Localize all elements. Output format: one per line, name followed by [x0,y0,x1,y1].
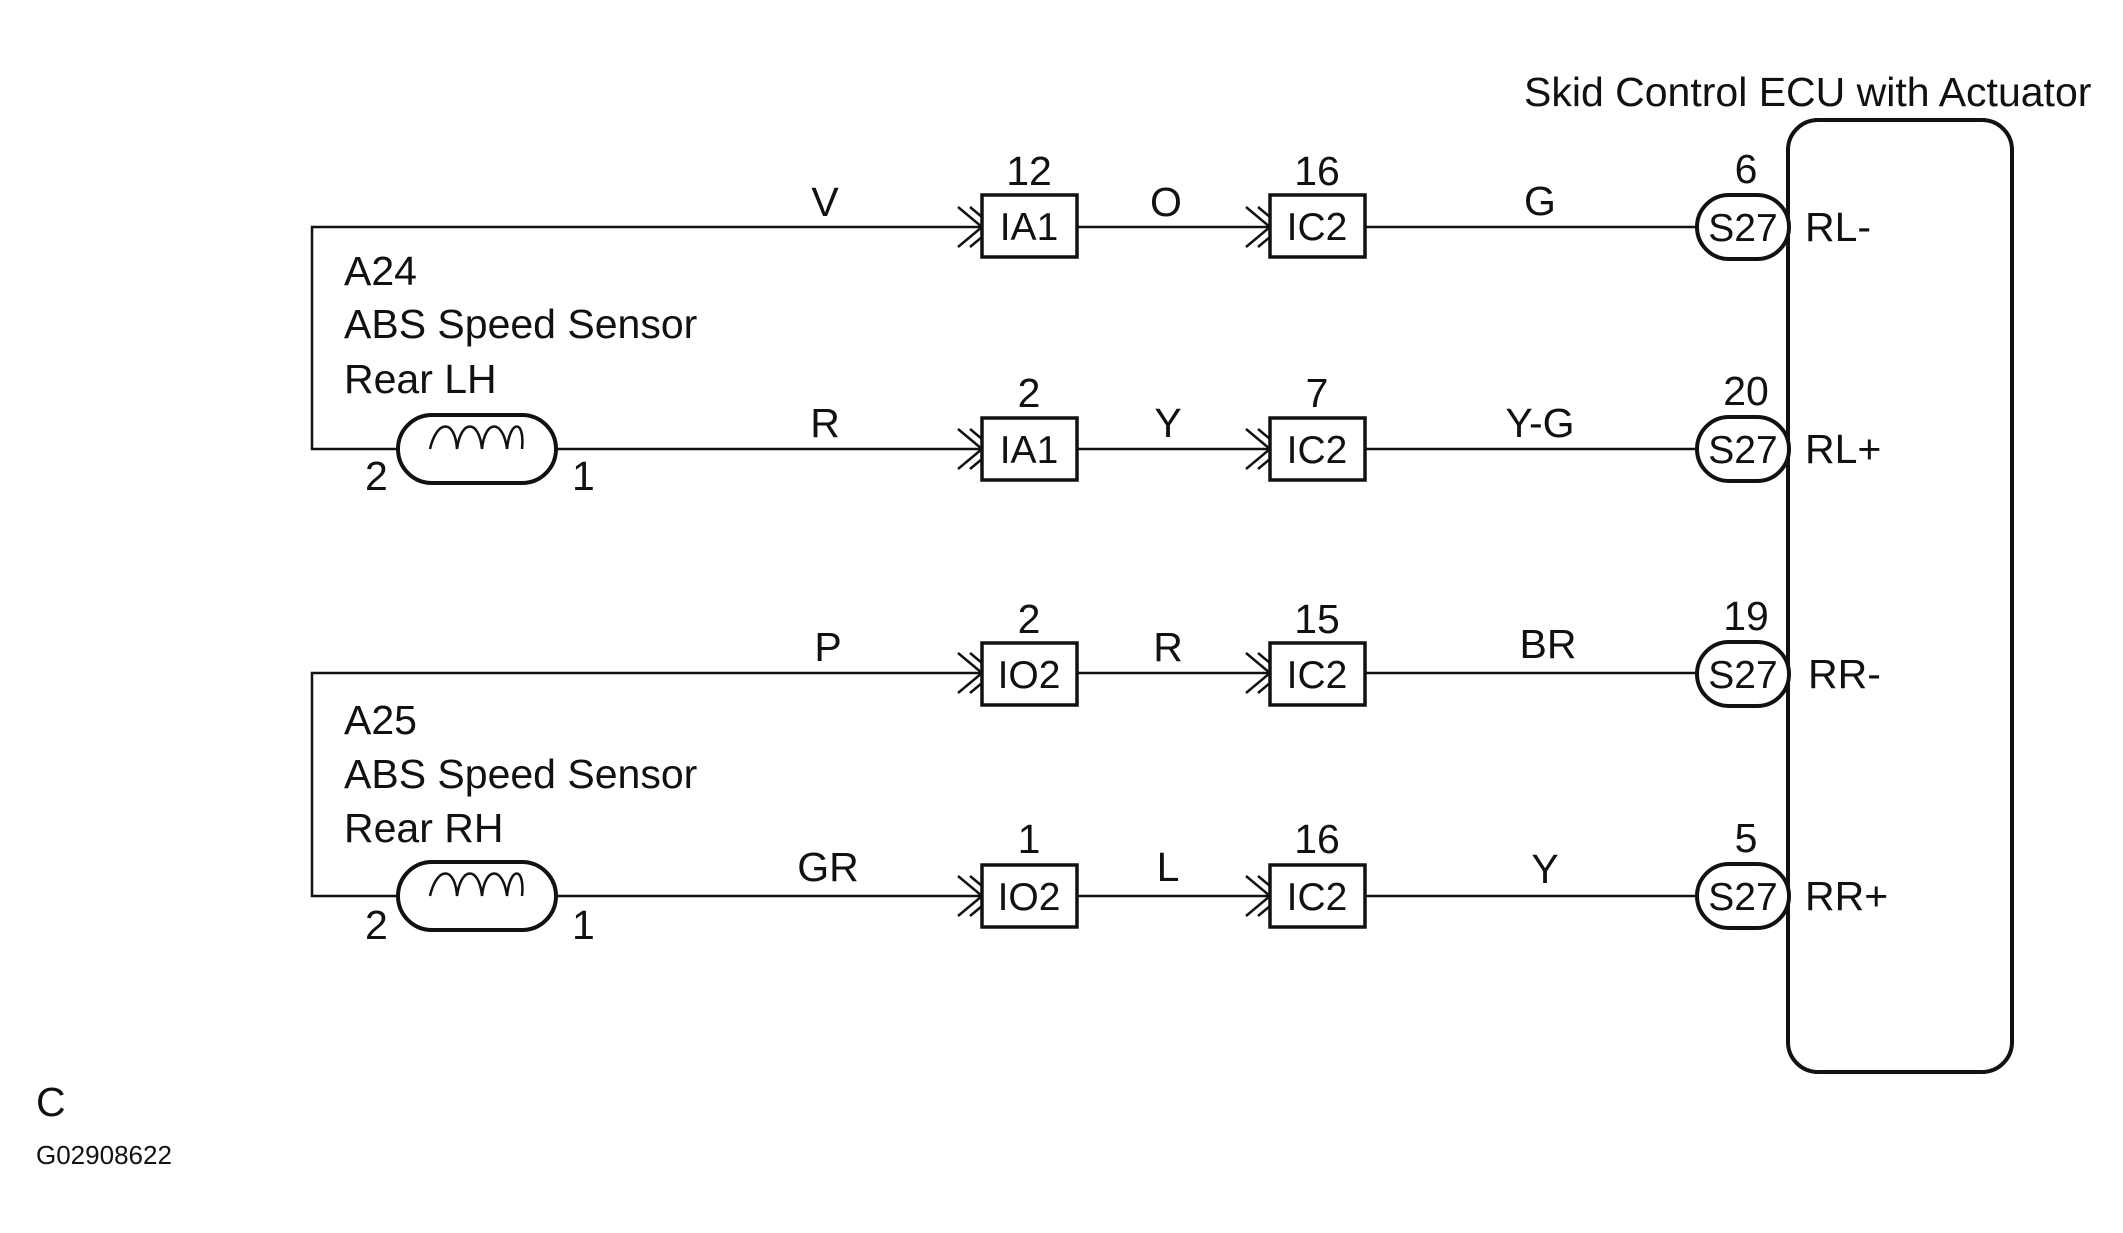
ecu-terminal-label: RL+ [1805,426,1881,472]
figure-letter: C [36,1079,66,1125]
ecu-connector [1695,862,1791,930]
junction-connector-1-pin: 1 [1018,816,1041,862]
junction-connector-1-label: IA1 [1000,429,1059,472]
junction-connector-1-pin: 2 [1018,370,1041,416]
ecu-connector [1695,193,1791,261]
sensor-a24-code: A24 [344,248,417,294]
sensor-a25-pin-left: 2 [365,902,388,948]
sensor-a25-side: Rear RH [344,805,503,851]
wire-color-3: G [1524,178,1556,224]
ecu-terminal-label: RR- [1808,651,1881,697]
circuit-row: R IA1 2 Y IC2 7 Y-G S27 20 RL+ [556,368,1881,483]
wire-color-2: O [1150,179,1182,225]
junction-connector-2-pin: 16 [1294,148,1340,194]
junction-connector-2-label: IC2 [1287,206,1348,249]
junction-connector-2-label: IC2 [1287,876,1348,919]
ecu-connector-label: S27 [1708,429,1777,472]
wire-color-2: R [1153,624,1183,670]
junction-connector-2-pin: 15 [1294,596,1340,642]
ecu-connector [1695,415,1791,483]
ecu-connector-label: S27 [1708,654,1777,697]
sensor-a25-name: ABS Speed Sensor [344,751,697,797]
ecu-terminal-label: RL- [1805,204,1871,250]
wire-color-1: V [811,179,839,225]
wire-color-3: Y-G [1505,400,1574,446]
junction-connector-1-pin: 2 [1018,596,1041,642]
ecu-connector-label: S27 [1708,876,1777,919]
ecu-pin-number: 20 [1723,368,1769,414]
ecu-body [1786,118,2014,1074]
sensor-a25-code: A25 [344,697,417,743]
junction-connector-1 [980,416,1079,482]
sensor-a25-body [396,860,558,932]
circuit-row: V IA1 12 O IC2 16 G S27 6 RL- [811,146,1871,261]
ecu-pin-number: 19 [1723,593,1769,639]
figure-code: G02908622 [36,1140,172,1170]
ecu-pin-number: 6 [1735,146,1758,192]
sensor-a24-pin-left: 2 [365,453,388,499]
circuit-row: GR IO2 1 L IC2 16 Y S27 5 RR+ [556,815,1888,930]
sensor-a24-body [396,413,558,485]
junction-connector-2 [1268,193,1367,259]
ecu-connector-label: S27 [1708,207,1777,250]
junction-connector-2-pin: 7 [1306,370,1329,416]
ecu-terminal-label: RR+ [1805,873,1888,919]
circuit-row: P IO2 2 R IC2 15 BR S27 19 RR- [814,593,1881,708]
sensor-a25-coil-icon [428,872,524,897]
ecu-title: Skid Control ECU with Actuator [1524,69,2091,115]
sensor-a24-name: ABS Speed Sensor [344,301,697,347]
junction-connector-2-label: IC2 [1287,429,1348,472]
junction-connector-1 [980,863,1079,929]
wire-color-3: BR [1520,621,1577,667]
sensor-a24-loop-wire [310,225,982,451]
sensor-a25-pin-right: 1 [572,902,595,948]
junction-connector-1-label: IO2 [998,876,1061,919]
junction-connector-1-pin: 12 [1006,148,1052,194]
wire-color-2: L [1157,844,1180,890]
junction-connector-2-pin: 16 [1294,816,1340,862]
wire-color-3: Y [1531,846,1558,892]
junction-connector-2 [1268,863,1367,929]
ecu-pin-number: 5 [1735,815,1758,861]
junction-connector-1-label: IO2 [998,654,1061,697]
junction-connector-1 [980,193,1079,259]
wire-color-1: GR [797,844,859,890]
sensor-a25-loop-wire [310,671,982,898]
sensor-a24-pin-right: 1 [572,453,595,499]
junction-connector-2 [1268,641,1367,707]
sensor-a24-side: Rear LH [344,356,497,402]
wire-color-1: R [810,400,840,446]
junction-connector-2-label: IC2 [1287,654,1348,697]
sensor-a24-coil-icon [428,425,524,450]
junction-connector-1-label: IA1 [1000,206,1059,249]
wire-color-1: P [814,624,841,670]
ecu-connector [1695,640,1791,708]
wire-color-2: Y [1154,400,1181,446]
